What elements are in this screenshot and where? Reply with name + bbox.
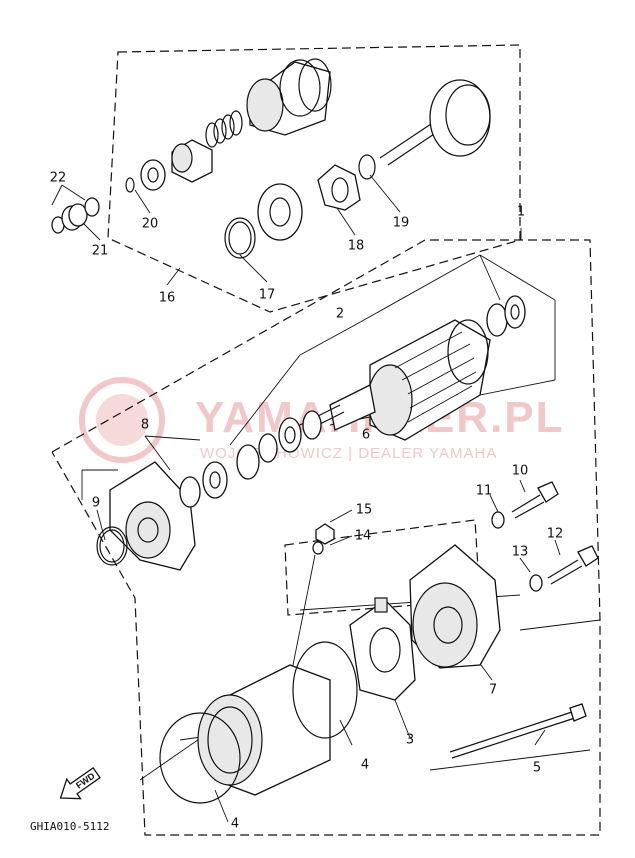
part-planet-ring-16 bbox=[257, 183, 303, 241]
part-yoke-4 bbox=[159, 641, 358, 804]
callout-10: 10 bbox=[512, 464, 529, 479]
callout-8: 8 bbox=[141, 418, 149, 433]
part-clip-18 bbox=[317, 164, 361, 211]
callout-6: 6 bbox=[362, 428, 370, 443]
callout-5: 5 bbox=[533, 761, 541, 776]
part-o-ring-9 bbox=[96, 526, 128, 566]
part-washers-armature bbox=[236, 295, 526, 480]
group-outline-16 bbox=[107, 44, 521, 313]
part-small-gear-21 bbox=[51, 197, 100, 234]
part-bolt-12 bbox=[547, 545, 599, 585]
callout-12: 12 bbox=[547, 527, 564, 542]
callout-4-ring: 4 bbox=[231, 817, 239, 832]
callout-17: 17 bbox=[259, 288, 276, 303]
callout-22: 22 bbox=[50, 171, 67, 186]
callout-20: 20 bbox=[142, 217, 159, 232]
part-bushing-16 bbox=[171, 139, 213, 183]
callout-21: 21 bbox=[92, 244, 109, 259]
callouts: 1 2 3 4 4 5 6 7 8 9 10 11 12 13 14 15 16… bbox=[50, 171, 564, 832]
part-circlip-20 bbox=[125, 177, 135, 193]
drawing-reference: GHIA010-5112 bbox=[30, 820, 109, 833]
callout-13: 13 bbox=[512, 545, 529, 560]
part-armature-2 bbox=[299, 319, 491, 441]
callout-16: 16 bbox=[159, 291, 176, 306]
part-spring-16 bbox=[205, 110, 243, 148]
leader-lines bbox=[51, 174, 601, 823]
part-washer-14 bbox=[312, 541, 324, 555]
part-circlip-19 bbox=[358, 154, 376, 180]
part-through-bolt-5 bbox=[449, 703, 587, 759]
callout-1: 1 bbox=[517, 205, 525, 220]
callout-2: 2 bbox=[336, 307, 344, 322]
callout-18: 18 bbox=[348, 239, 365, 254]
part-bolt-10 bbox=[511, 481, 559, 519]
part-washer-11-13 bbox=[491, 511, 543, 592]
fwd-arrow-icon: FWD bbox=[59, 766, 101, 800]
callout-14: 14 bbox=[355, 529, 372, 544]
part-output-shaft-16 bbox=[379, 79, 491, 166]
group-outline-1 bbox=[51, 239, 601, 836]
part-washer-16 bbox=[140, 159, 166, 191]
part-bearing-17 bbox=[224, 217, 256, 259]
callout-15: 15 bbox=[356, 503, 373, 518]
callout-4-yoke: 4 bbox=[361, 758, 369, 773]
part-nut-15 bbox=[315, 523, 335, 545]
callout-19: 19 bbox=[393, 216, 410, 231]
part-brush-holder-3 bbox=[349, 597, 416, 701]
callout-7: 7 bbox=[489, 683, 497, 698]
part-rear-cover-7 bbox=[409, 544, 501, 669]
callout-3: 3 bbox=[406, 733, 414, 748]
callout-9: 9 bbox=[92, 496, 100, 511]
part-clutch-16 bbox=[246, 58, 332, 136]
part-front-cover-8 bbox=[109, 461, 228, 571]
callout-11: 11 bbox=[476, 484, 493, 499]
